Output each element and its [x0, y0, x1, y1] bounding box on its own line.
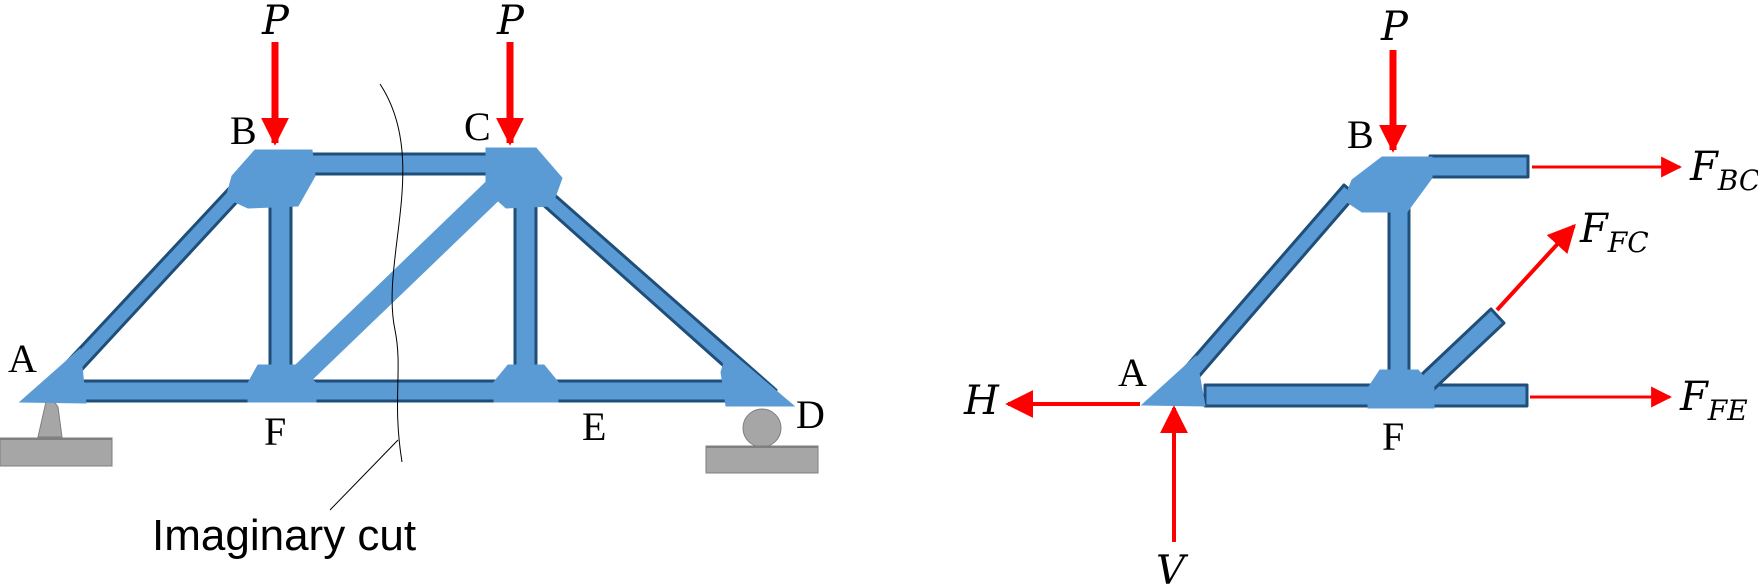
member-fe: [298, 379, 502, 403]
fbd-node-label-a: A: [1118, 350, 1147, 395]
fbd-member-fc-stub: [1418, 307, 1506, 392]
node-label-b: B: [230, 108, 257, 153]
member-ab: [49, 165, 262, 392]
node-label-a: A: [8, 336, 37, 381]
force-label-ffc: FFC: [1579, 206, 1649, 259]
fbd-joint-b-plate: [1343, 156, 1433, 213]
node-label-e: E: [582, 404, 606, 449]
member-bf: [268, 198, 293, 382]
force-label-ffe: FFE: [1679, 374, 1748, 427]
joint-d-plate: [720, 349, 796, 407]
member-ce: [513, 198, 538, 382]
cut-leader-line: [329, 439, 399, 511]
pin-support: [0, 391, 113, 467]
joint-a-plate: [18, 347, 87, 404]
reaction-label-v: V: [1156, 548, 1189, 588]
fbd-member-bc-stub: [1428, 154, 1530, 179]
node-label-d: D: [796, 392, 825, 437]
joint-f-plate: [247, 364, 317, 403]
node-label-f: F: [264, 409, 286, 454]
joint-e-plate: [493, 364, 559, 403]
fbd-joint-f-plate: [1367, 369, 1435, 409]
fbd-member-fe-stub: [1203, 383, 1529, 408]
fbd-member-bf: [1387, 201, 1411, 385]
roller-support: [705, 408, 819, 474]
full-truss: P P A B C D E F Imaginary cut: [0, 0, 825, 560]
force-arrow-ffc: [1495, 223, 1576, 312]
fbd-load-label: P: [1380, 4, 1409, 50]
member-ed: [543, 379, 743, 403]
joint-c-plate: [485, 147, 563, 209]
reaction-label-h: H: [963, 378, 1000, 424]
imaginary-cut-line: [379, 83, 404, 463]
member-af: [58, 379, 262, 403]
force-label-fbc: FBC: [1689, 144, 1758, 197]
free-body-section: P A B F H V FBC FFC FFE: [963, 4, 1758, 588]
joint-b-plate: [225, 149, 316, 209]
fbd-node-label-b: B: [1347, 112, 1374, 157]
fbd-joint-a-plate: [1140, 355, 1206, 407]
member-fc: [290, 168, 516, 386]
load-label-b: P: [261, 0, 290, 44]
cut-caption: Imaginary cut: [152, 511, 416, 560]
gusset-plates: [18, 147, 796, 407]
truss-members: [49, 152, 778, 403]
fbd-node-label-f: F: [1382, 414, 1404, 459]
node-label-c: C: [464, 104, 491, 149]
load-label-c: P: [496, 0, 525, 44]
